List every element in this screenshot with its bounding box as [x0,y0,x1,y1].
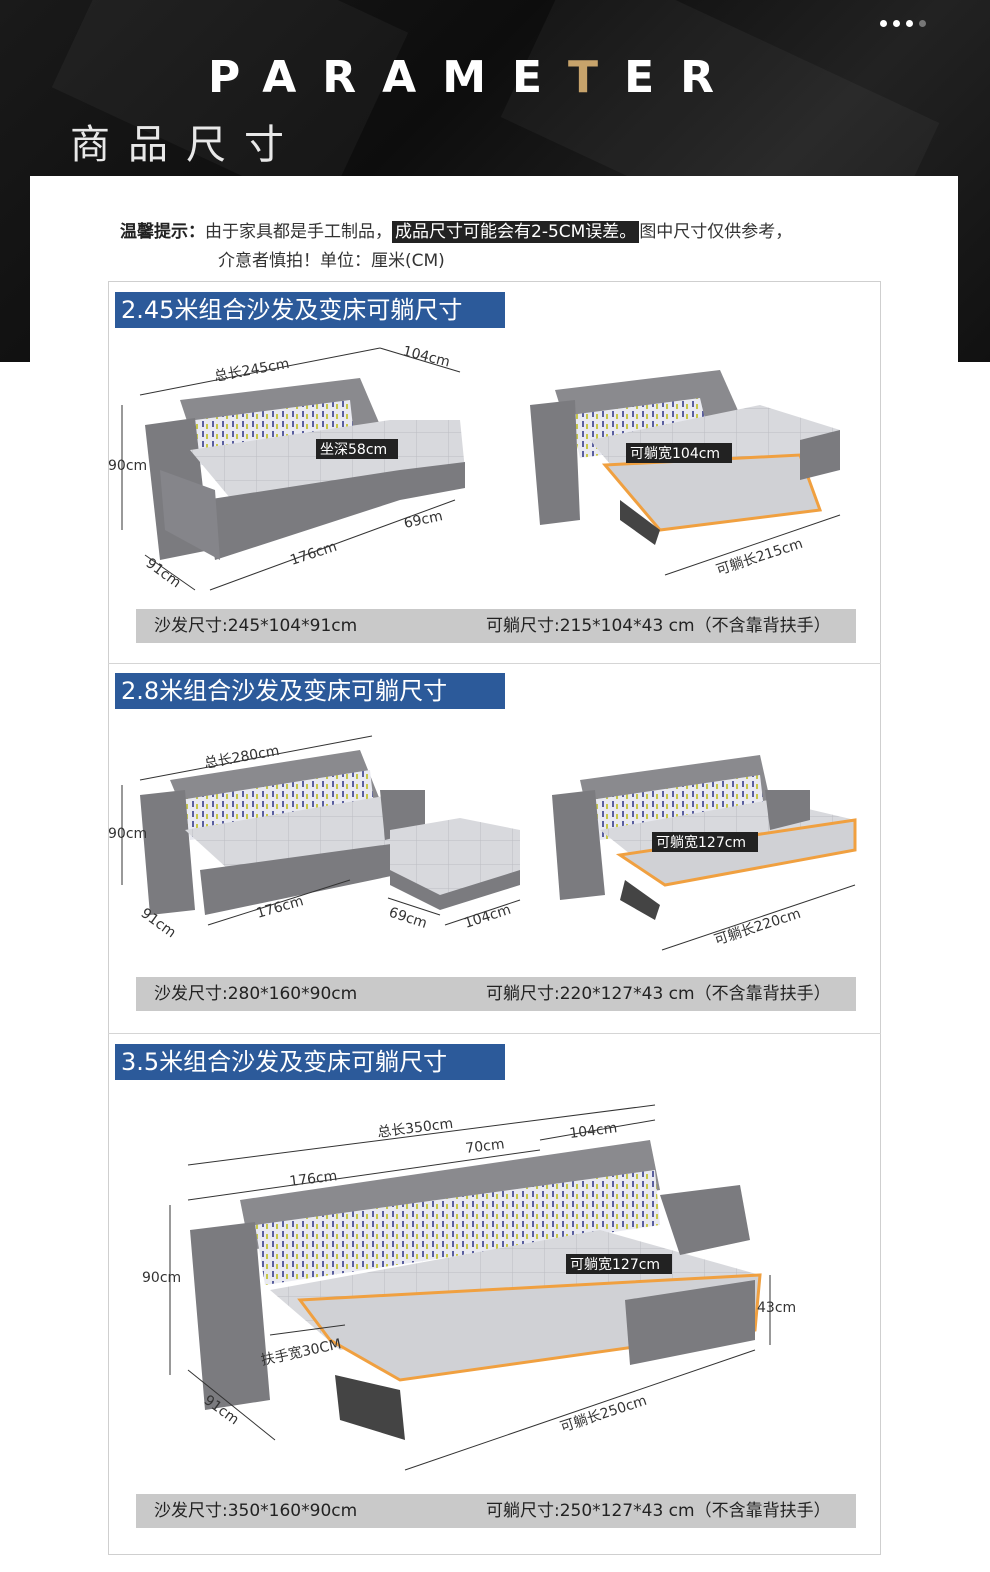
dims-245-bed [664,514,841,576]
parameter-title: PARAMETER [208,52,740,103]
dim-bed-length: 可躺长220cm [712,906,803,949]
page-title: 商品尺寸 [70,122,302,168]
dim-side: 104cm [569,1120,619,1142]
dot [880,20,887,27]
dim-total: 总长350cm [377,1116,454,1141]
notice-highlight: 成品尺寸可能会有2-5CM误差。 [392,221,640,243]
sofa-245-closed [145,378,465,560]
dim-bed-width: 可躺宽127cm [570,1256,660,1273]
dim-ottoman-l: 104cm [462,902,513,932]
dim-height: 90cm [142,1270,181,1286]
dim-chaise: 69cm [403,508,445,532]
dim-mid: 70cm [465,1136,506,1157]
dim-depth: 91cm [143,555,184,591]
section-title-280: 2.8米组合沙发及变床可躺尺寸 [115,673,505,709]
size-bar-350: 沙发尺寸:350*160*90cm 可躺尺寸:250*127*43 cm（不含靠… [136,1494,856,1528]
size-frame [108,281,881,1555]
size-bar-245: 沙发尺寸:245*104*91cm 可躺尺寸:215*104*43 cm（不含靠… [136,609,856,643]
dim-ottoman-w: 69cm [387,905,429,932]
dims-280-bed [661,884,856,951]
divider [108,663,881,664]
dim-main: 176cm [289,1168,339,1190]
dim-bed-length: 可躺长250cm [558,1393,649,1436]
dim-side: 104cm [401,343,452,370]
dim-seat-height: 43cm [757,1300,796,1316]
notice: 温馨提示：由于家具都是手工制品，成品尺寸可能会有2-5CM误差。图中尺寸仅供参考… [120,221,793,271]
size-bar-280: 沙发尺寸:280*160*90cm 可躺尺寸:220*127*43 cm（不含靠… [136,977,856,1011]
dim-seat: 坐深58cm [320,442,387,458]
dot [919,20,926,27]
dot [906,20,913,27]
dim-main: 176cm [288,539,339,569]
dims-280-closed [121,735,521,926]
more-dots-icon[interactable] [880,20,926,27]
dim-total: 总长245cm [213,356,291,385]
dim-height: 90cm [108,458,147,474]
dims-245-closed [121,347,461,591]
dim-bed-width: 可躺宽127cm [656,834,746,851]
divider [108,1033,881,1034]
dot [893,20,900,27]
notice-label: 温馨提示： [120,222,205,242]
dims-350 [169,1104,771,1471]
sofa-280-closed [140,750,520,915]
sofa-350-bed [190,1140,762,1440]
section-title-245: 2.45米组合沙发及变床可躺尺寸 [115,292,505,328]
dim-height: 90cm [108,826,147,842]
dim-bed-width: 可躺宽104cm [630,445,720,462]
dim-arm: 扶手宽30CM [259,1335,342,1369]
section-title-350: 3.5米组合沙发及变床可躺尺寸 [115,1044,505,1080]
